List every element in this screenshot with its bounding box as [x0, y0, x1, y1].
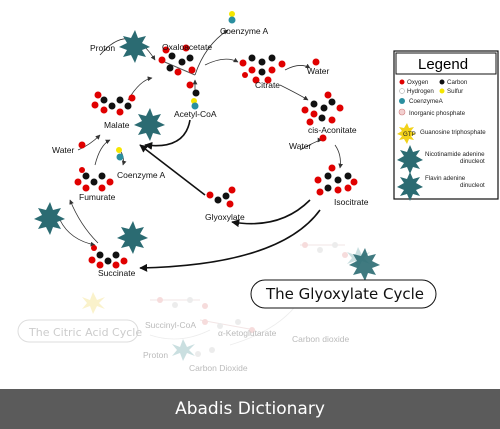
faded-star-3 [82, 292, 105, 314]
arrow-water-left [77, 134, 101, 151]
fad-star-left [34, 202, 65, 235]
molecule-malate [91, 91, 136, 116]
arrow-coenzyme-a-top [194, 29, 229, 76]
faded-label-carbon-dioxide-right: Carbon dioxide [292, 334, 349, 344]
arrow-nad-to-succinate [59, 219, 96, 247]
label-malate: Malate [104, 120, 130, 130]
arrow-succinate-to-fumurate [69, 199, 99, 244]
arrow-citrate-to-cis-aconitate [279, 84, 309, 101]
legend-coenzyme-a: CoenzymeA [409, 98, 444, 105]
legend-inorganic-phosphate-icon [398, 108, 406, 116]
molecule-coenzyme-a-left [116, 147, 124, 161]
faded-label-alpha-ketoglutarate: α-Ketoglutarate [218, 328, 277, 338]
legend-nad-line1: Nicotinamide adenine [425, 151, 485, 158]
label-water-right: Water [289, 141, 312, 151]
legend: Legend Oxygen Carbon Hydrogen Sulfur Coe… [393, 50, 499, 201]
legend-gtp: Guanosine triphosphate [420, 129, 486, 136]
molecule-water-left [78, 141, 86, 149]
legend-nad-line2: dinucleot [460, 158, 485, 165]
legend-carbon-icon [439, 79, 445, 85]
arrow-isocitrate-to-glyoxylate [231, 199, 311, 228]
legend-title: Legend [418, 56, 468, 73]
faded-label-succinyl-coa: Succinyl-CoA [145, 320, 196, 330]
molecule-succinate [88, 245, 128, 269]
glyoxylate-cycle-diagram: Succinyl-CoA α-Ketoglutarate Carbon diox… [17, 11, 499, 373]
citric-cycle-ellipse: The Citric Acid Cycle [17, 319, 142, 343]
faded-molecule-2 [300, 242, 348, 258]
nad-star-bottom [117, 221, 148, 254]
legend-fad-line1: Flavin adenine [425, 175, 466, 182]
label-acetyl-coa: Acetyl-CoA [174, 109, 217, 119]
legend-coenzyme-a-icon [399, 98, 405, 104]
legend-nad-icon [397, 145, 423, 174]
arrow-oxaloacetate-to-citrate [204, 57, 239, 66]
faded-molecule-1 [150, 297, 208, 309]
legend-gtp-label: GTP [403, 131, 416, 138]
arrow-cis-aconitate-to-isocitrate [334, 144, 344, 169]
label-glyoxylate: Glyoxylate [205, 212, 245, 222]
glyoxylate-cycle-title: The Glyoxylate Cycle [250, 279, 437, 309]
legend-hydrogen: Hydrogen [407, 88, 434, 95]
molecule-acetyl-coa [186, 81, 200, 110]
label-citrate: Citrate [255, 80, 280, 90]
molecule-water-right [319, 134, 327, 142]
legend-carbon: Carbon [447, 79, 468, 86]
arrow-acetyl-coa-to-malate [144, 119, 191, 150]
label-water-left: Water [52, 145, 75, 155]
label-coenzyme-a-left: Coenzyme A [117, 170, 166, 180]
arrow-water-top [284, 63, 311, 71]
legend-fad-icon [397, 172, 423, 201]
legend-hydrogen-icon [399, 88, 405, 94]
label-coenzyme-a-top: Coenzyme A [220, 26, 269, 36]
faded-star-2 [172, 339, 195, 361]
label-oxaloacetate: Oxaloacetate [162, 42, 212, 52]
nad-star-middle [134, 108, 165, 141]
label-succinate: Succinate [98, 268, 136, 278]
label-proton: Proton [90, 43, 115, 53]
label-fumurate: Fumurate [79, 192, 116, 202]
citric-cycle-label: The Citric Acid Cycle [28, 326, 142, 339]
legend-sulfur: Sulfur [447, 88, 463, 95]
faded-star-right [349, 248, 380, 281]
molecule-isocitrate [314, 164, 358, 196]
label-cis-aconitate: cis-Aconitate [308, 125, 357, 135]
nad-star-top [119, 30, 150, 63]
label-water-top: Water [307, 66, 330, 76]
legend-inorganic-phosphate: Inorganic phosphate [409, 110, 466, 117]
faded-label-proton: Proton [143, 350, 168, 360]
legend-fad-line2: dinucleot [460, 182, 485, 189]
molecule-citrate [239, 54, 286, 84]
molecule-glyoxylate [206, 186, 236, 208]
faded-molecule-3 [199, 319, 256, 333]
glyoxylate-cycle-label: The Glyoxylate Cycle [265, 285, 424, 303]
footer-bar: Abadis Dictionary [0, 389, 500, 429]
footer-text: Abadis Dictionary [175, 399, 325, 419]
arrow-glyoxylate-to-malate [139, 144, 206, 196]
molecule-water-top [312, 58, 320, 66]
arrow-fumurate-to-malate [94, 139, 111, 166]
legend-oxygen: Oxygen [407, 79, 429, 86]
molecule-fumurate [74, 167, 114, 192]
molecule-oxaloacetate [158, 44, 196, 76]
label-isocitrate: Isocitrate [334, 197, 369, 207]
faded-arrow-2 [149, 329, 211, 340]
legend-gtp-icon [397, 123, 416, 144]
faded-label-carbon-dioxide-bottom: Carbon Dioxide [189, 363, 248, 373]
legend-sulfur-icon [439, 88, 445, 94]
arrow-isocitrate-to-succinate [139, 209, 321, 272]
molecule-cis-aconitate [301, 91, 344, 126]
legend-oxygen-icon [399, 79, 405, 85]
molecule-coenzyme-a-top [228, 11, 236, 24]
